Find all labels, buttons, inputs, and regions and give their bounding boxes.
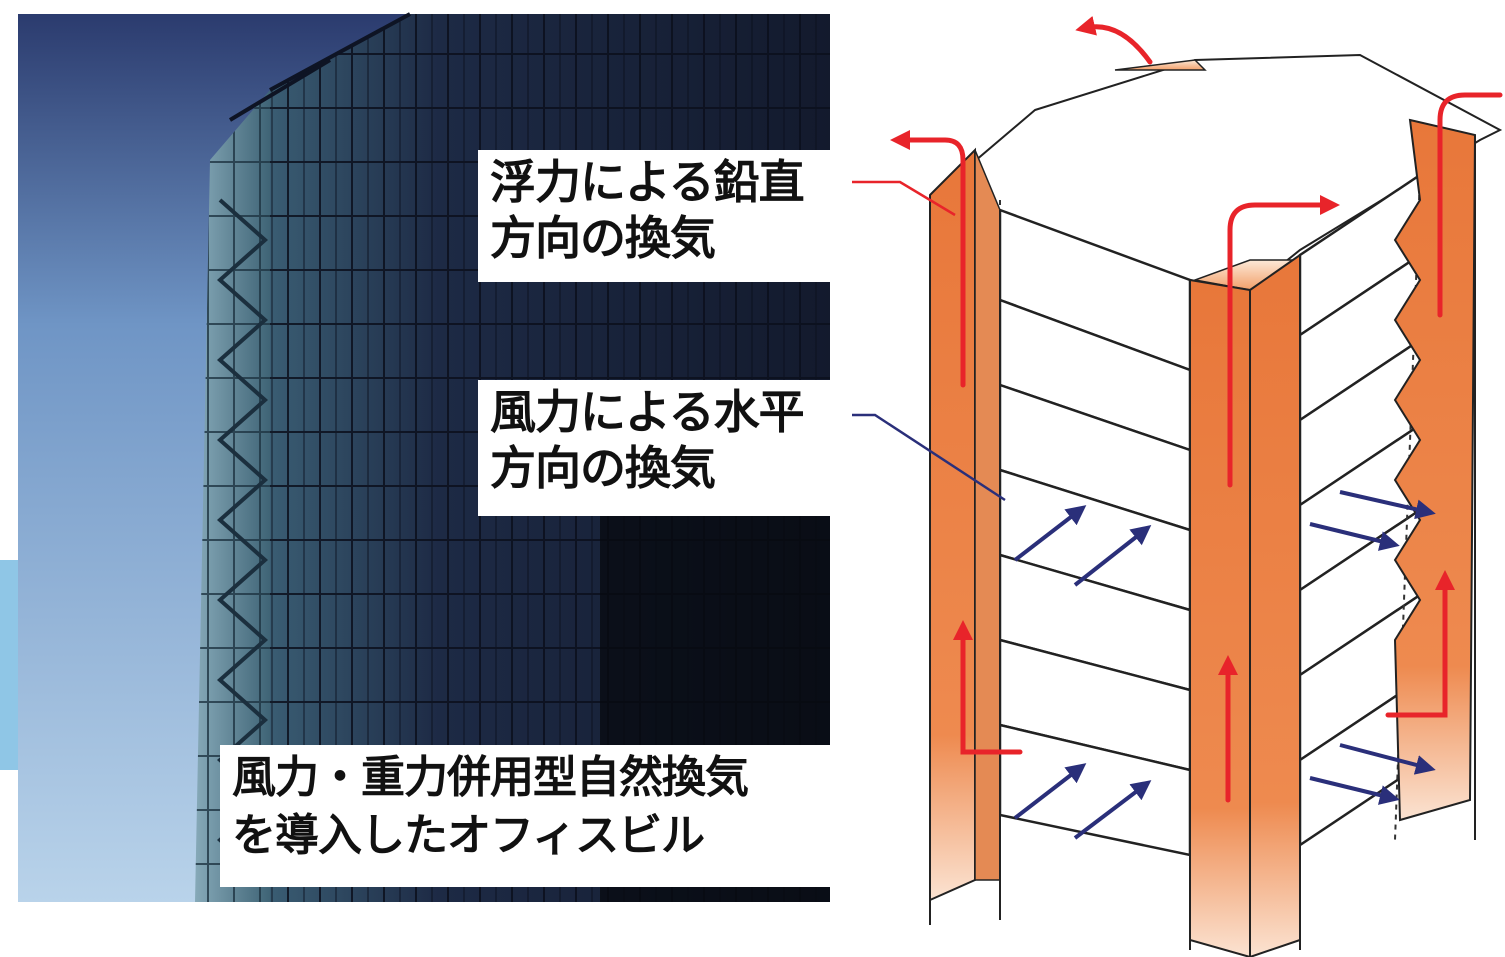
building-caption-line1: 風力・重力併用型自然換気 <box>232 752 749 803</box>
building-caption: 風力・重力併用型自然換気 を導入したオフィスビル <box>220 745 840 887</box>
center-ventilation-shaft <box>1189 253 1301 957</box>
right-ventilation-shaft <box>1393 118 1477 840</box>
vertical-label-line2: 方向の換気 <box>490 211 716 265</box>
horizontal-label-line2: 方向の換気 <box>490 441 716 495</box>
horizontal-label-line1: 風力による水平 <box>490 385 805 439</box>
vertical-label-line1: 浮力による鉛直 <box>490 155 805 209</box>
vertical-label-leader <box>838 180 956 217</box>
navy-wind-arrow-icon <box>1013 490 1436 840</box>
red-updraft-arrow-icon <box>890 16 1503 803</box>
horizontal-ventilation-label: 風力による水平 方向の換気 <box>478 380 852 516</box>
building-caption-line2: を導入したオフィスビル <box>232 810 705 861</box>
ventilation-diagram <box>838 16 1503 957</box>
vertical-ventilation-label: 浮力による鉛直 方向の換気 <box>478 150 852 282</box>
